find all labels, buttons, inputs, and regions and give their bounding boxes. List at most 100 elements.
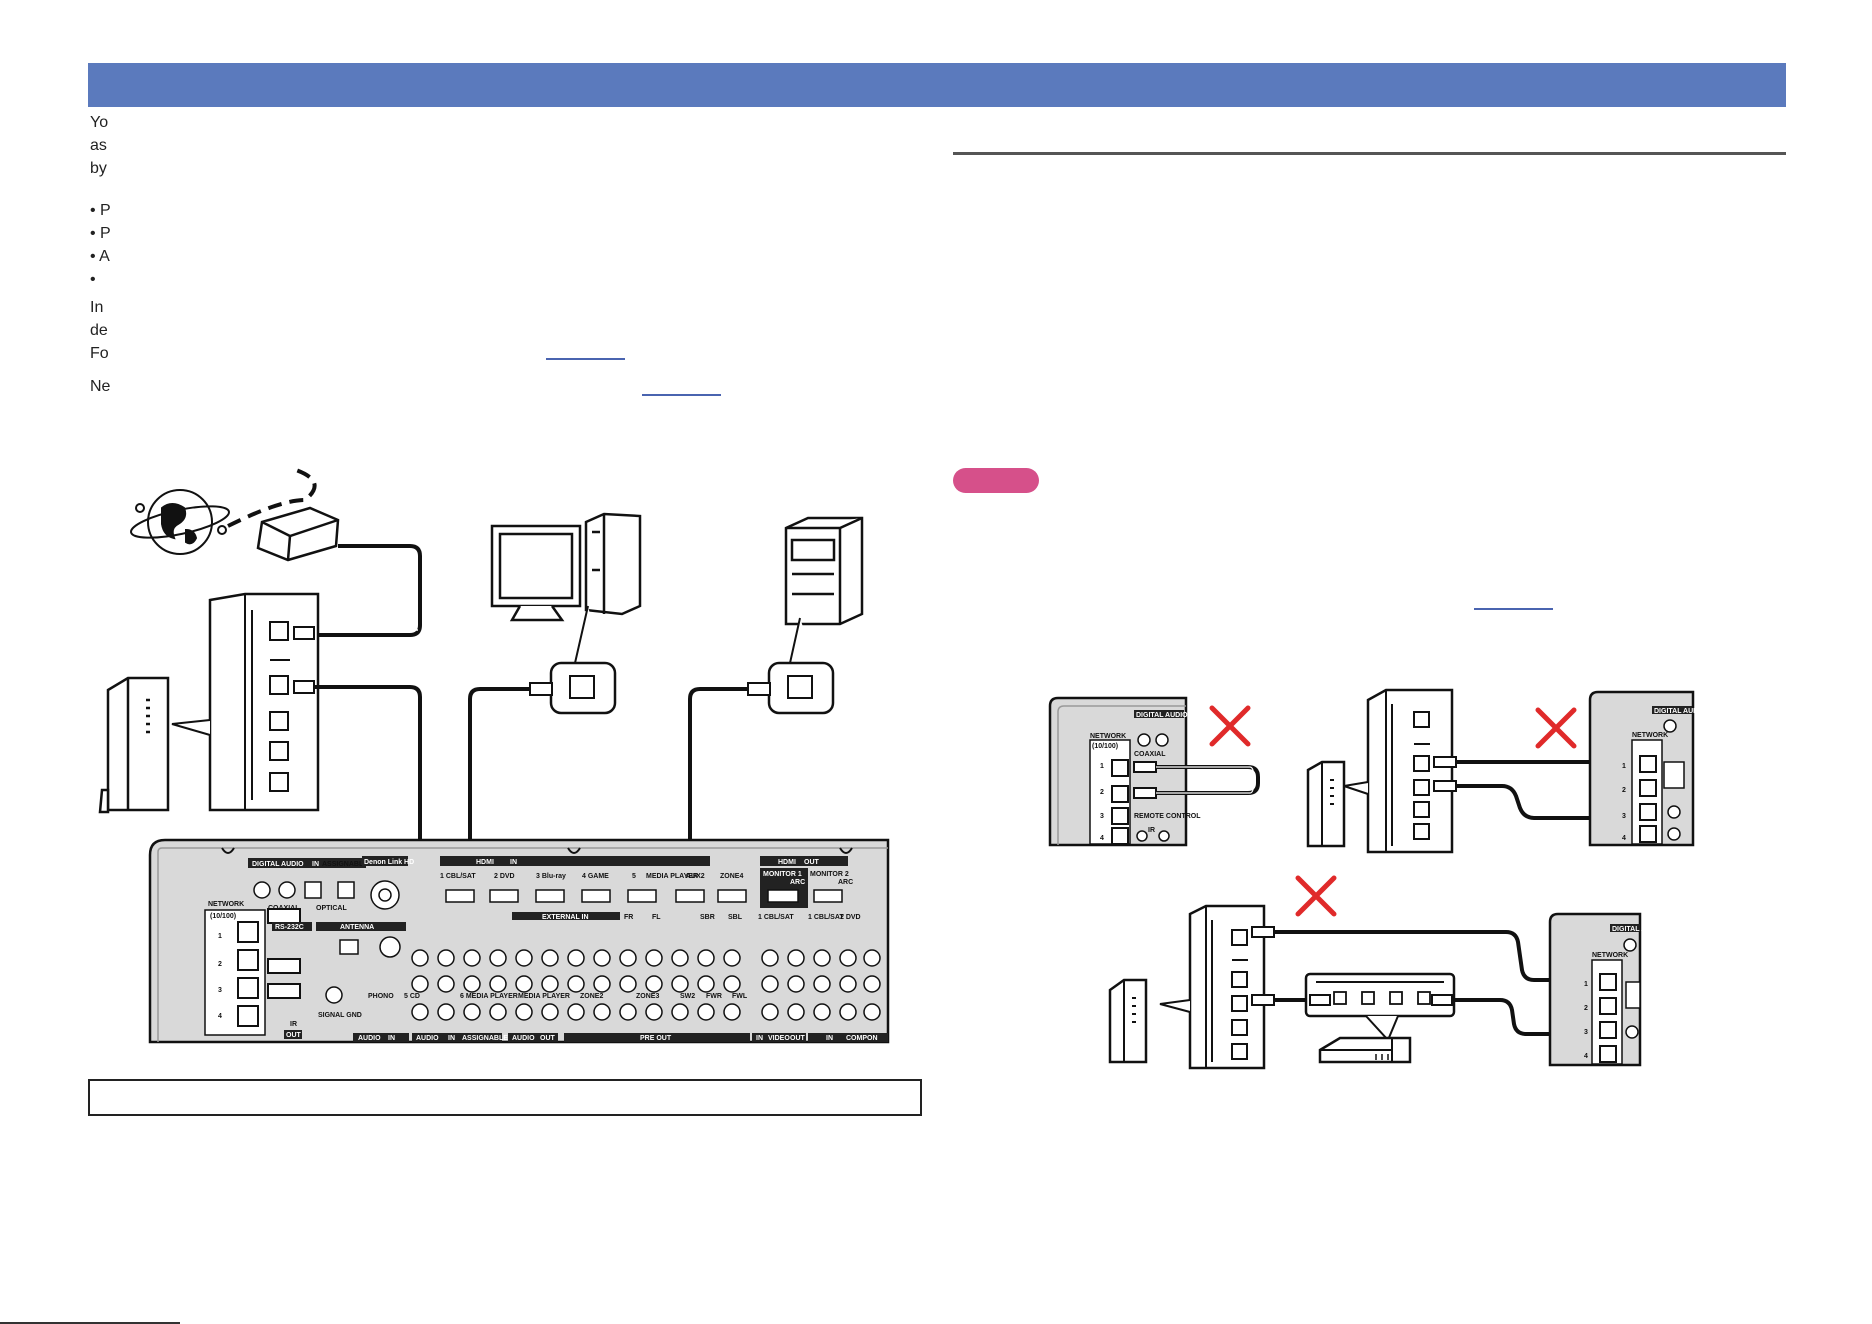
note-box — [88, 1079, 922, 1116]
remote-control-label: REMOTE CONTROL — [1134, 813, 1201, 820]
modem-router-cable — [318, 544, 422, 637]
hdmi-monitor2-port[interactable] — [813, 889, 843, 903]
zone3-label: ZONE3 — [636, 993, 659, 1000]
avr-rear-panel: NETWORK (10/100) 1 2 3 4 DIGITAL AUDIO I… — [148, 838, 890, 1044]
port-number: 2 — [218, 961, 222, 968]
pre-out-label: PRE OUT — [640, 1035, 672, 1042]
port-number: 4 — [1100, 835, 1104, 842]
modem-icon — [256, 506, 340, 562]
hdmi-monitor1-port[interactable] — [767, 889, 799, 903]
para-line: Ne — [90, 378, 111, 395]
in-badge: IN — [312, 861, 319, 868]
sbl-label: SBL — [728, 914, 743, 921]
hdmi-input-label: 3 Blu-ray — [536, 873, 566, 880]
media-player-out-label: MEDIA PLAYER — [518, 993, 570, 1000]
denon-link-label: Denon Link HD — [364, 859, 414, 866]
antenna-label: ANTENNA — [340, 924, 374, 931]
lan-port-4[interactable] — [237, 1005, 259, 1027]
footer-line — [0, 1322, 180, 1324]
out-badge: OUT — [286, 1032, 302, 1039]
ir-label: IR — [290, 1021, 297, 1028]
port-number: 3 — [1100, 813, 1104, 820]
ethernet-plug-icon — [747, 682, 771, 696]
hdmi-port[interactable] — [535, 889, 565, 903]
fwr-label: FWR — [706, 993, 722, 1000]
network-label: NETWORK — [1632, 732, 1668, 739]
hdmi-port[interactable] — [581, 889, 611, 903]
rs232-label: RS-232C — [275, 924, 304, 931]
lan-port-icon — [787, 675, 813, 699]
bullet-item: • P — [90, 225, 111, 242]
para-line: de — [90, 322, 108, 339]
digital-audio-label: DIGITAL AUDIO — [1654, 708, 1706, 715]
second-paragraph: In de Fo — [90, 297, 109, 366]
subsection-rule — [953, 152, 1786, 155]
cross-mark-icon — [1295, 875, 1337, 917]
audio-out-label: AUDIO — [512, 1035, 535, 1042]
lan-port-2[interactable] — [237, 949, 259, 971]
dvd-label: 1 CBL/SAT — [808, 914, 844, 921]
network-label: NETWORK — [1592, 952, 1628, 959]
hdmi-in-label: HDMI — [476, 859, 494, 866]
network-sub-label: (10/100) — [1092, 743, 1118, 750]
in-badge: IN — [510, 859, 517, 866]
audio-in-label: AUDIO — [416, 1035, 439, 1042]
router-icon — [208, 592, 320, 812]
hdmi-input-label: 5 — [632, 873, 636, 880]
out-badge: OUT — [790, 1035, 806, 1042]
page-reference-link[interactable] — [642, 394, 721, 396]
port-number: 3 — [218, 987, 222, 994]
port-number: 3 — [1584, 1029, 1588, 1036]
dvd-label: 2 DVD — [840, 914, 861, 921]
computer-icon — [490, 512, 642, 622]
zone2-label: ZONE2 — [580, 993, 603, 1000]
out-badge: OUT — [804, 859, 820, 866]
in-badge: IN — [448, 1035, 455, 1042]
wireless-router-icon — [98, 676, 170, 814]
port-number: 2 — [1584, 1005, 1588, 1012]
bullet-item: • A — [90, 248, 110, 265]
in-badge: IN — [826, 1035, 833, 1042]
hdmi-port[interactable] — [675, 889, 705, 903]
hdmi-input-label: 2 DVD — [494, 873, 515, 880]
zone4-label: ZONE4 — [720, 873, 743, 880]
network-label: NETWORK — [208, 901, 244, 908]
internet-globe-icon — [130, 489, 230, 555]
intro-line: by — [90, 160, 107, 177]
sbr-label: SBR — [700, 914, 715, 921]
wrong-loopback-diagram: NETWORK (10/100) 1 2 3 4 DIGITAL AUDIO C… — [1048, 696, 1260, 847]
cd-label: 5 CD — [404, 993, 420, 1000]
digital-audio-label: DIGITAL AUDIO — [1136, 712, 1188, 719]
component-label: COMPON — [846, 1035, 878, 1042]
out-badge: OUT — [540, 1035, 556, 1042]
lan-port-3[interactable] — [237, 977, 259, 999]
arc-label: ARC — [790, 879, 805, 886]
arc-label: ARC — [838, 879, 853, 886]
hdmi-input-label: AUX2 — [686, 873, 705, 880]
signal-gnd-label: SIGNAL GND — [318, 1012, 362, 1019]
hdmi-port[interactable] — [445, 889, 475, 903]
third-paragraph: Ne — [90, 376, 110, 398]
lan-port-1[interactable] — [237, 921, 259, 943]
cbl-sat-label: 1 CBL/SAT — [758, 914, 794, 921]
para-line: In — [90, 299, 104, 316]
wrong-dual-router-diagram: NETWORK 1 2 3 4 DIGITAL AUDIO — [1306, 688, 1706, 854]
hdmi-port[interactable] — [489, 889, 519, 903]
wrong-switch-diagram: NETWORK 1 2 3 4 DIGITAL AUDIO — [1108, 904, 1664, 1070]
page-reference-link[interactable] — [546, 358, 625, 360]
bullet-list: • P • P • A • — [90, 200, 111, 292]
network-sub-label: (10/100) — [210, 913, 236, 920]
audio-in-label: AUDIO — [358, 1035, 381, 1042]
fwl-label: FWL — [732, 993, 748, 1000]
digital-audio-label: DIGITAL AUDIO — [252, 861, 304, 868]
lan-port-icon — [569, 675, 595, 699]
phono-label: PHONO — [368, 993, 394, 1000]
in-badge: IN — [756, 1035, 763, 1042]
port-number: 1 — [218, 933, 222, 940]
cross-mark-icon — [1209, 705, 1251, 747]
hdmi-port[interactable] — [627, 889, 657, 903]
page-reference-link[interactable] — [1474, 608, 1553, 610]
port-number: 4 — [218, 1013, 222, 1020]
sw2-label: SW2 — [680, 993, 695, 1000]
